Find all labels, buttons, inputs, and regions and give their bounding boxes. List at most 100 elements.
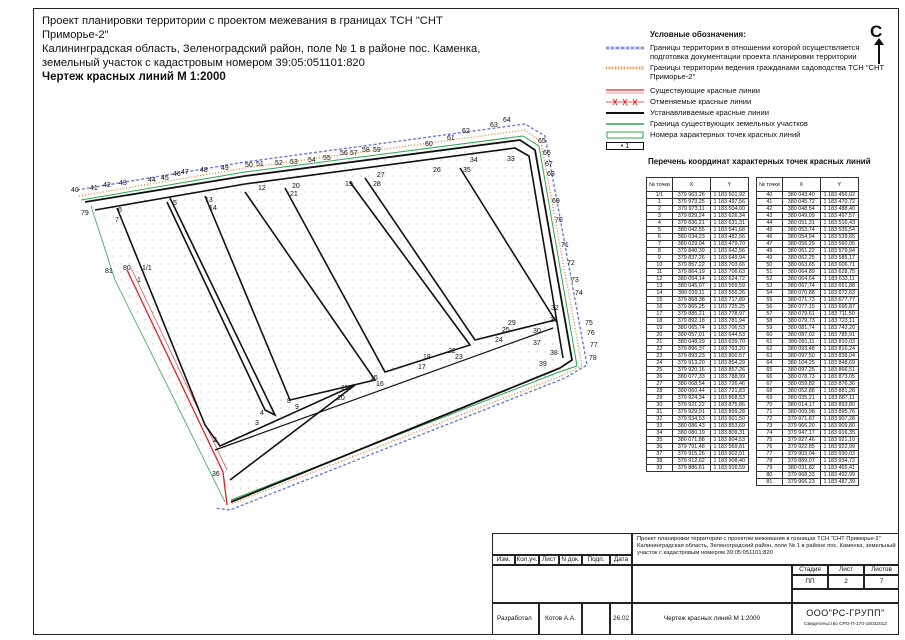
table-cell: 380 054,14 [671, 275, 711, 283]
point-label: 73 [571, 277, 579, 284]
green-box-icon [606, 131, 644, 139]
table-cell: 380 068,54 [671, 380, 711, 388]
table-cell: 1 183 479,70 [709, 240, 749, 248]
table-cell: 380 080,19 [671, 429, 711, 437]
table-cell: 72 [756, 415, 783, 423]
table-cell: 1 183 930,03 [819, 450, 859, 458]
point-label: 45 [161, 175, 169, 182]
table-cell: 40 [756, 191, 783, 199]
new-red-line [116, 207, 356, 481]
table-cell: 380 042,55 [671, 226, 711, 234]
table-cell: 19 [646, 324, 673, 332]
table-cell: 379 968,33 [781, 471, 821, 479]
point-label: 77 [590, 342, 598, 349]
table-cell: 44 [756, 219, 783, 227]
table-cell: 1 183 482,56 [709, 233, 749, 241]
table-cell: 15 [646, 296, 673, 304]
table-cell: 3 [646, 212, 673, 220]
table-cell: 379 922,85 [781, 443, 821, 451]
table-cell: 1 183 876,36 [819, 380, 859, 388]
table-cell: 39 [646, 464, 673, 472]
table-cell: 1 183 541,68 [709, 226, 749, 234]
table-cell: 4 [646, 219, 673, 227]
table-cell: 1 183 726,46 [709, 380, 749, 388]
table-cell: 379 934,53 [671, 415, 711, 423]
table-cell: 380 093,48 [781, 345, 821, 353]
table-cell: 38 [646, 457, 673, 465]
table-cell: 35 [646, 436, 673, 444]
point-label: 44 [148, 177, 156, 184]
green-line-icon [606, 123, 644, 125]
point-label: 21 [290, 191, 298, 198]
sheet-value: 2 [828, 575, 864, 589]
table-cell: 1 183 639,70 [709, 338, 749, 346]
point-label: 23 [455, 354, 463, 361]
legend-text: Отменяемые красные линии [650, 97, 752, 106]
table-cell: 1 183 465,41 [819, 464, 859, 472]
table-cell: 380 061,22 [781, 247, 821, 255]
table-cell: 380 045,07 [671, 282, 711, 290]
point-label: 36 [212, 471, 220, 478]
point-label: 75 [585, 320, 593, 327]
table-cell: 24 [646, 359, 673, 367]
table-cell: 45 [756, 226, 783, 234]
table-cell: 379 889,07 [781, 457, 821, 465]
table-cell: 1 183 922,99 [819, 443, 859, 451]
table-header-cell: № точки [646, 177, 673, 192]
table-cell: 1 183 908,40 [709, 457, 749, 465]
point-label: 63 [490, 122, 498, 129]
point-label: 57 [350, 150, 358, 157]
table-cell: 2 [646, 205, 673, 213]
stamp-col: Лист [539, 555, 559, 565]
point-label: 29 [508, 320, 516, 327]
table-cell: 1 183 649,94 [709, 254, 749, 262]
table-cell: 379 966,23 [781, 478, 821, 486]
table-cell: 1 183 857,26 [709, 366, 749, 374]
table-cell: 379 963,26 [671, 191, 711, 199]
title-line-2: Калининградская область, Зеленоградский … [42, 43, 481, 55]
table-cell: 1 183 631,31 [709, 219, 749, 227]
table-cell: 1 183 916,35 [819, 429, 859, 437]
north-arrow-icon: С [868, 22, 890, 66]
company-certificate: Свидетельство СРО-П-170-16032012 [804, 622, 887, 627]
table-cell: 1 183 706,63 [709, 268, 749, 276]
table-cell: 1 183 875,86 [709, 401, 749, 409]
point-label: 59 [373, 147, 381, 154]
table-cell: 379 973,11 [671, 205, 711, 213]
stamp-col: N док. [559, 555, 582, 565]
table-cell: 1 183 909,80 [819, 422, 859, 430]
table-cell: 379 829,24 [671, 212, 711, 220]
point-label: 74 [575, 290, 583, 297]
table-cell: 75 [756, 436, 783, 444]
table-cell: 380 048,54 [781, 205, 821, 213]
stamp-col: Подп. [582, 555, 610, 565]
table-cell: 1 183 907,28 [819, 415, 859, 423]
point-label: 17 [418, 364, 426, 371]
table-cell: 1 183 651,88 [819, 282, 859, 290]
table-cell: 66 [756, 373, 783, 381]
table-cell: 380 009,98 [781, 408, 821, 416]
table-cell: 380 071,88 [671, 436, 711, 444]
orange-dotted-boundary-icon [606, 66, 644, 70]
